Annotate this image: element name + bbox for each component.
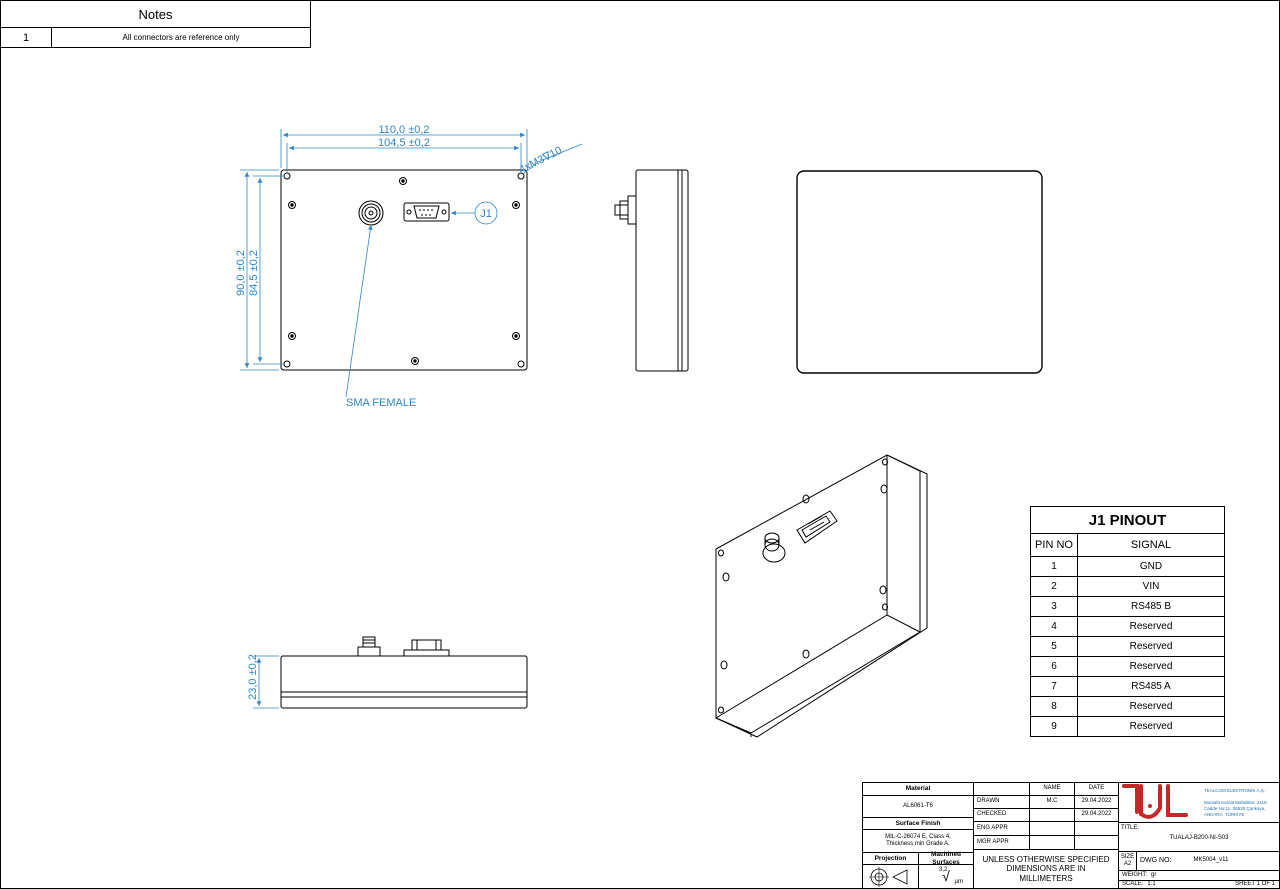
dsub-connector-j1: [403, 202, 450, 222]
size-cell: SIZE A2: [1118, 851, 1137, 871]
pin-number: 5: [1030, 636, 1078, 657]
overall-width-dimension: 110,0 ±0,2: [378, 124, 429, 136]
pin-number: 3: [1030, 596, 1078, 617]
name-header: NAME: [1029, 782, 1075, 796]
pinout-title: J1 PINOUT: [1030, 506, 1225, 534]
dwg-value: MK5004_v11: [1193, 857, 1229, 864]
roughness-value: 3,2: [939, 867, 948, 873]
notes-title: Notes: [0, 0, 311, 28]
roughness-unit: µm: [954, 878, 963, 885]
isometric-view: [715, 454, 928, 738]
material-label: Material: [862, 782, 974, 796]
notes-table: Notes 1 All connectors are reference onl…: [0, 0, 311, 48]
title-label: TITLE:: [1121, 825, 1140, 831]
pin-signal: Reserved: [1077, 716, 1225, 737]
pin-number: 9: [1030, 716, 1078, 737]
overall-height-dimension: 90,0 ±0,2: [235, 250, 247, 296]
notes-row: 1 All connectors are reference only: [0, 27, 311, 48]
company-name: TEALCOM ELEKTRONİK A.Ş.: [1204, 788, 1266, 793]
roughness-symbol: √ 3,2 µm: [918, 864, 974, 889]
thickness-dimension: 23,0 ±0,2: [247, 654, 259, 700]
hole-callout: 4xM3∇10: [517, 144, 564, 176]
surface-finish-value: MIL-C-26074 E, Class 4, Thickness min Gr…: [862, 829, 974, 853]
front-view: [280, 169, 528, 371]
drawn-name: M.C: [1029, 795, 1075, 809]
back-view: [796, 170, 1043, 374]
company-logo: [1122, 784, 1188, 819]
material-value: AL6061-T6: [862, 795, 974, 818]
pin-signal: Reserved: [1077, 636, 1225, 657]
blank-header: [973, 782, 1030, 796]
pin-signal: Reserved: [1077, 616, 1225, 637]
pin-signal: Reserved: [1077, 696, 1225, 717]
signal-header: SIGNAL: [1077, 533, 1225, 557]
title-value: TUALAJ-B200-NI-S03: [1169, 835, 1229, 841]
pin-signal: Reserved: [1077, 656, 1225, 677]
eng-appr-name: [1029, 821, 1075, 836]
company-address: Mustafa Kemal Mahallesi, 2119. Cadde No:…: [1204, 800, 1268, 817]
pin-signal: RS485 A: [1077, 676, 1225, 697]
sheet-number: SHEET 1 OF 1: [1235, 880, 1275, 887]
eng-appr-label: ENG APPR: [973, 821, 1030, 836]
pin-signal: VIN: [1077, 576, 1225, 597]
size-value: A2: [1123, 861, 1132, 867]
dwg-cell: DWG NO: MK5004_v11: [1136, 851, 1280, 871]
mgr-appr-name: [1029, 835, 1075, 850]
drawn-date: 29.04.2022: [1074, 795, 1119, 809]
front-dimensions: [240, 129, 583, 398]
inner-width-dimension: 104,5 ±0,2: [378, 137, 430, 149]
weight-label: WEIGHT:: [1122, 871, 1147, 878]
projection-symbol-icon: [862, 864, 919, 889]
scale-value: 1:1: [1147, 880, 1156, 887]
bottom-view: [280, 636, 528, 709]
pin-number: 2: [1030, 576, 1078, 597]
j1-callout: J1: [480, 208, 492, 220]
checked-label: CHECKED: [973, 808, 1030, 822]
tolerance-note: UNLESS OTHERWISE SPECIFIED DIMENSIONS AR…: [973, 849, 1119, 889]
checked-name: [1029, 808, 1075, 822]
checked-date: 29.04.2022: [1074, 808, 1119, 822]
weight-value: gr: [1151, 871, 1157, 878]
dwg-label: DWG NO:: [1140, 856, 1172, 864]
pin-no-header: PIN NO: [1030, 533, 1078, 557]
scale-label: SCALE:: [1122, 880, 1144, 887]
pin-number: 6: [1030, 656, 1078, 677]
mgr-appr-label: MGR APPR: [973, 835, 1030, 850]
third-angle-projection-icon: [868, 866, 907, 887]
scale-cell: SCALE: 1:1 SHEET 1 OF 1: [1118, 880, 1280, 889]
pin-number: 1: [1030, 556, 1078, 577]
inner-height-dimension: 84,5 ±0,2: [248, 250, 260, 296]
roughness-check-icon: √: [942, 868, 950, 885]
title-block: Material AL6061-T6 Surface Finish MIL-C-…: [862, 782, 1280, 889]
side-view: [614, 169, 689, 372]
sma-callout: SMA FEMALE: [346, 397, 416, 409]
pin-number: 8: [1030, 696, 1078, 717]
thickness-dimension-lines: [253, 655, 279, 709]
note-text: All connectors are reference only: [51, 27, 311, 48]
pin-signal: RS485 B: [1077, 596, 1225, 617]
mgr-appr-date: [1074, 835, 1119, 850]
size-label: SIZE: [1120, 853, 1135, 860]
eng-appr-date: [1074, 821, 1119, 836]
sma-connector: [358, 200, 384, 226]
pin-number: 4: [1030, 616, 1078, 637]
date-header: DATE: [1074, 782, 1119, 796]
drawn-label: DRAWN: [973, 795, 1030, 809]
pin-signal: GND: [1077, 556, 1225, 577]
pin-number: 7: [1030, 676, 1078, 697]
